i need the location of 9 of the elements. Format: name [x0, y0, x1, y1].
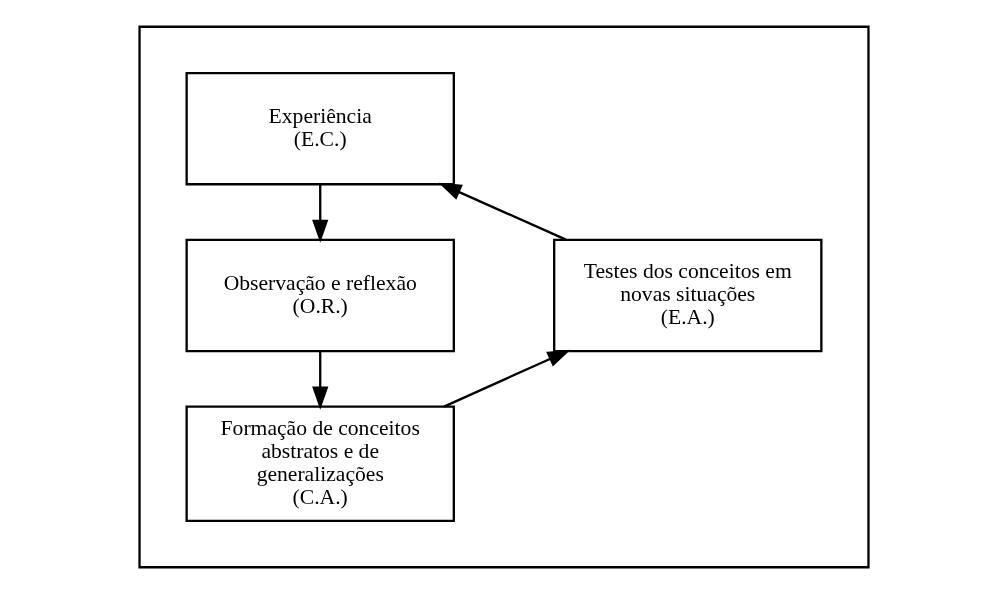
- arrow: [311, 184, 328, 243]
- arrow: [437, 182, 566, 241]
- arrow: [311, 351, 328, 410]
- node-box: Testes dos conceitos em novas situações (E.A.): [552, 238, 822, 353]
- cluster: [137, 25, 870, 569]
- node-box: Observação e reflexão (O.R.): [185, 238, 455, 353]
- node-box: Formação de conceitos abstratos e de generalizações (C.A.): [185, 405, 455, 523]
- node-box: Experiência (E.C.): [185, 71, 455, 186]
- arrow: [443, 349, 571, 408]
